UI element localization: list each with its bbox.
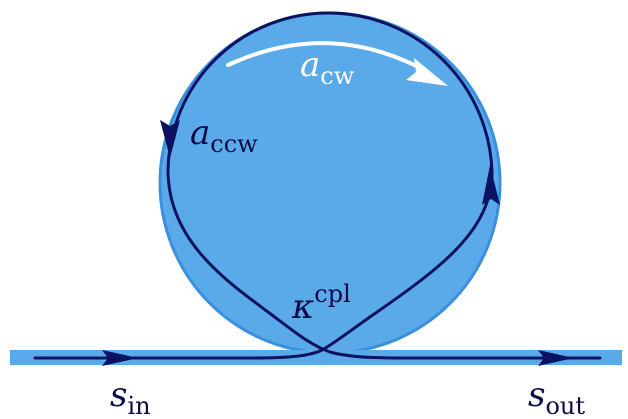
- arrow-cw-up-icon: [482, 165, 500, 205]
- label-s-in: sin: [110, 375, 151, 419]
- arrow-input-icon: [102, 350, 138, 366]
- cw-direction-arc: [226, 41, 430, 74]
- arrow-output-icon: [538, 350, 574, 366]
- arrow-ccw-down-icon: [160, 120, 180, 158]
- label-a-cw: acw: [300, 45, 355, 90]
- optical-path: [33, 11, 602, 360]
- label-s-out: sout: [528, 375, 585, 419]
- label-a-ccw: accw: [190, 113, 258, 158]
- cw-direction-arrowhead-icon: [406, 58, 448, 86]
- bus-waveguide: [10, 350, 622, 365]
- label-kappa-cpl: κcpl: [291, 280, 351, 327]
